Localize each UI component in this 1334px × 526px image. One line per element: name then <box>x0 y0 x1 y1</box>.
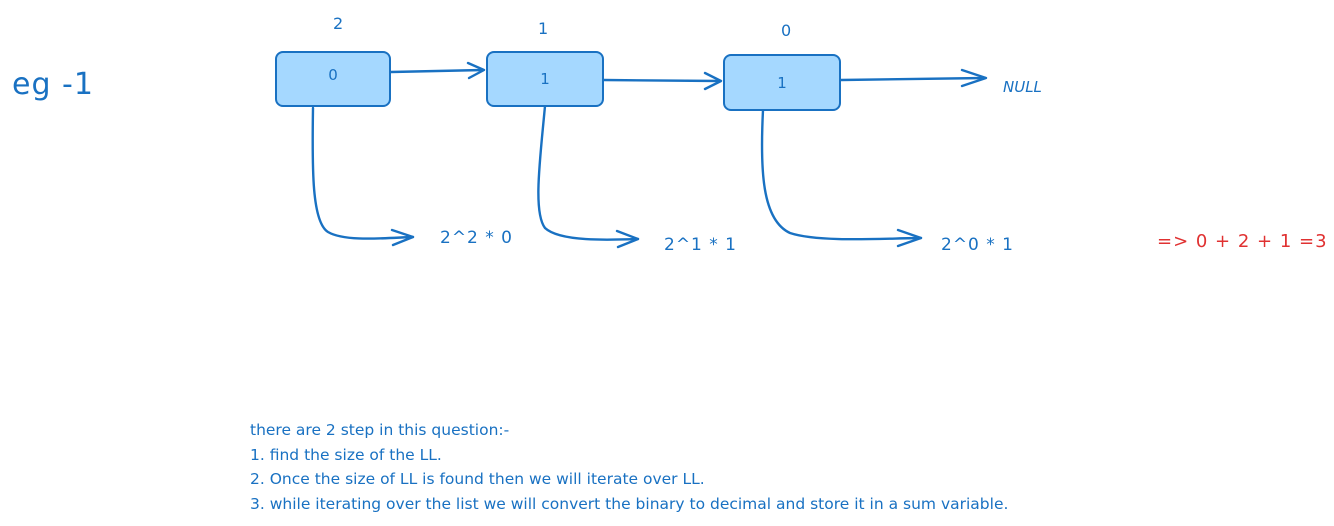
link-arrow-2 <box>602 78 722 83</box>
node-value: 1 <box>540 70 550 88</box>
term-connector-2 <box>537 104 640 241</box>
node-value: 1 <box>777 73 787 92</box>
term-connector-2-head <box>615 229 640 249</box>
list-node: 0 <box>275 51 391 107</box>
link-arrow-1-head <box>466 61 486 80</box>
term-connector-3-head <box>896 228 923 248</box>
link-arrow-null <box>839 76 987 82</box>
link-arrow-1 <box>389 68 485 74</box>
null-label: NULL <box>1003 78 1042 96</box>
list-node: 1 <box>723 54 841 111</box>
link-arrow-null-head <box>960 68 988 88</box>
node-value: 0 <box>328 66 338 84</box>
note-line: 2. Once the size of LL is found then we … <box>250 470 705 488</box>
link-arrow-2-head <box>703 71 723 91</box>
example-title: eg -1 <box>12 67 94 102</box>
note-line: there are 2 step in this question:- <box>250 421 510 439</box>
node-index-label: 1 <box>538 19 549 38</box>
result-expression: => 0 + 2 + 1 =3 <box>1157 231 1328 252</box>
list-node: 1 <box>486 51 604 107</box>
node-index-label: 2 <box>333 14 344 33</box>
notes-block: there are 2 step in this question:- 1. f… <box>250 418 1008 516</box>
term-label: 2^1 * 1 <box>664 235 737 255</box>
note-line: 1. find the size of the LL. <box>250 445 442 464</box>
term-label: 2^2 * 0 <box>440 228 513 248</box>
term-connector-1 <box>311 106 415 240</box>
term-connector-3 <box>760 108 923 241</box>
node-index-label: 0 <box>781 21 792 40</box>
note-line: 3. while iterating over the list we will… <box>250 494 1009 513</box>
term-label: 2^0 * 1 <box>941 235 1014 255</box>
term-connector-1-head <box>390 228 415 247</box>
